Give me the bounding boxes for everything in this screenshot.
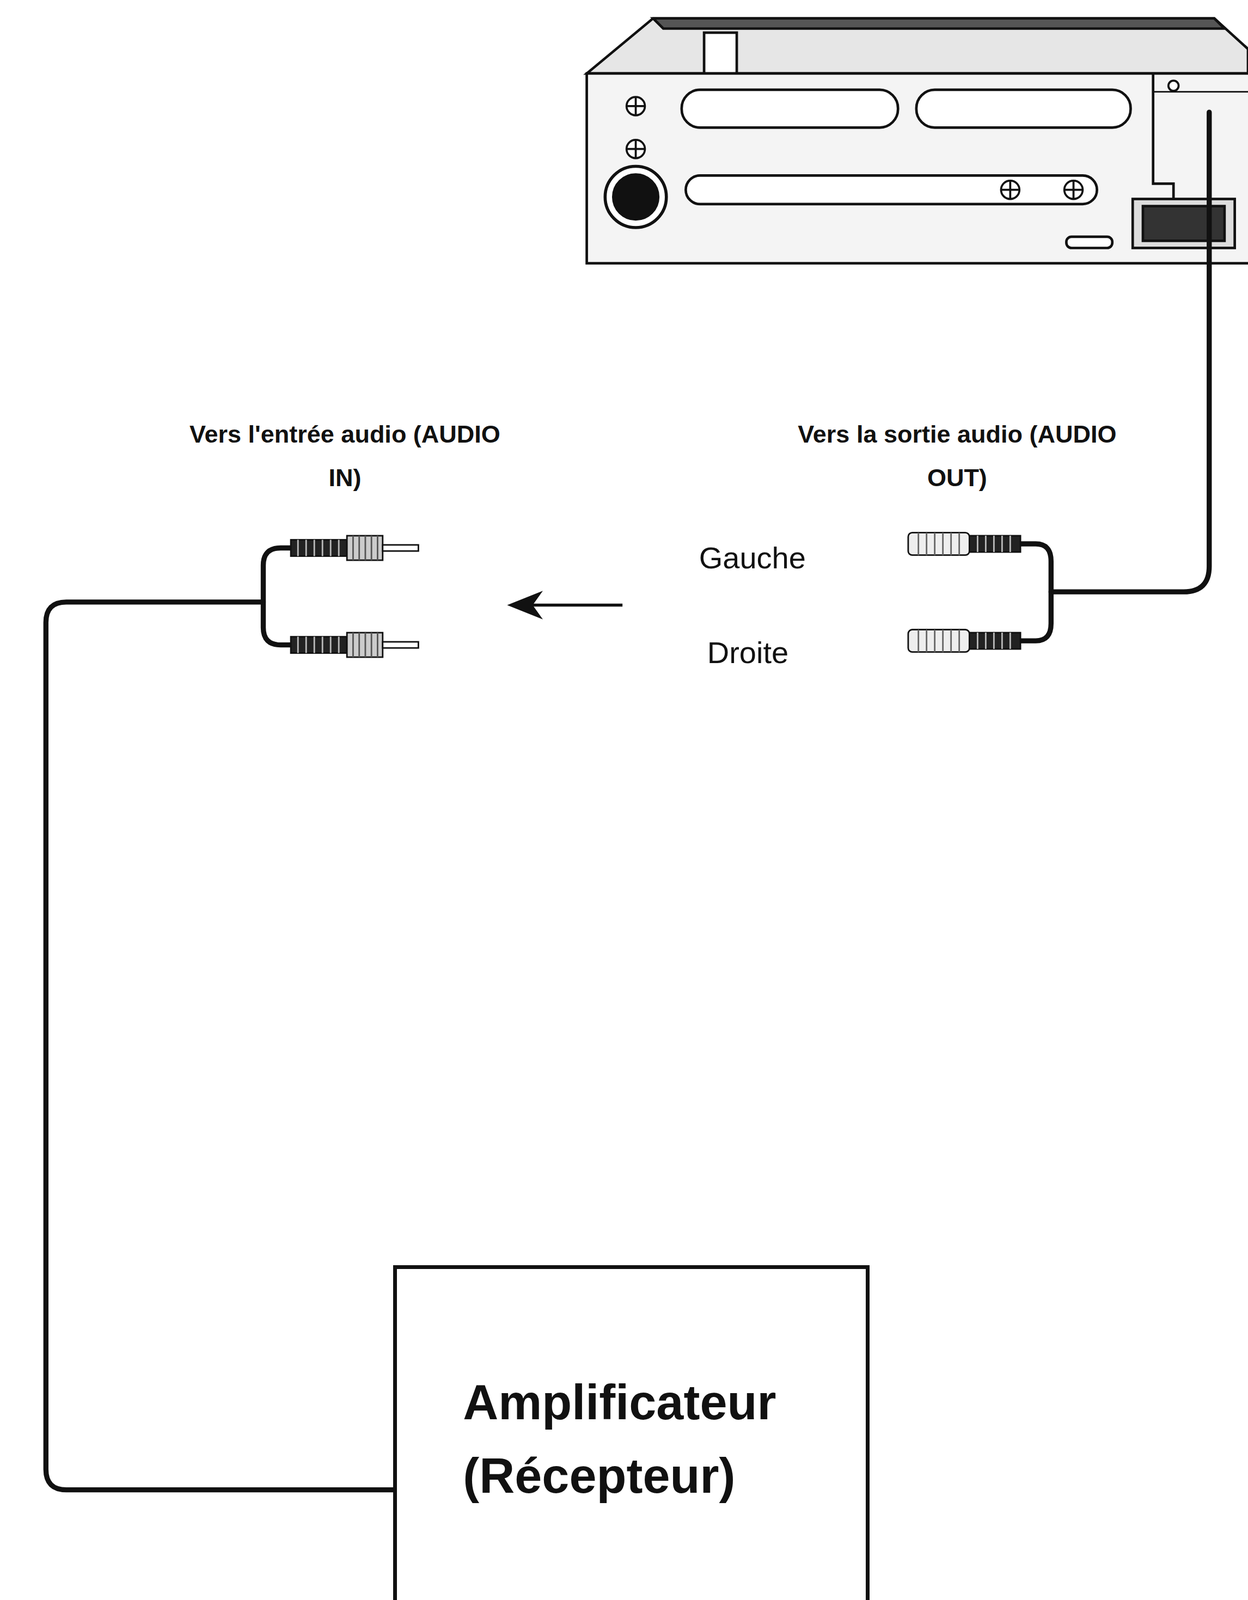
amplifier-box: Amplificateur (Récepteur)	[393, 1265, 870, 1600]
unit-tab	[704, 32, 737, 74]
unit-slot	[685, 175, 1097, 204]
screw	[1064, 180, 1084, 200]
screw	[1168, 80, 1179, 91]
rca-plugs-male	[290, 535, 419, 658]
screw	[626, 139, 646, 159]
channel-label: Gauche	[699, 540, 806, 577]
antenna-jack	[613, 174, 658, 220]
unit-connector	[1132, 199, 1235, 249]
unit-slot	[681, 89, 898, 128]
screw	[1000, 180, 1020, 200]
cable-split	[1020, 543, 1051, 641]
screw	[626, 139, 646, 159]
channel-label: Droite	[707, 634, 789, 671]
rca-socket	[908, 532, 1021, 555]
screw	[1064, 180, 1084, 200]
unit-top-edge	[652, 18, 1225, 29]
direction-arrow	[506, 590, 623, 620]
screw	[1000, 180, 1020, 200]
screws	[626, 80, 1179, 199]
socket-ribs	[918, 629, 960, 652]
plug-ribs	[352, 632, 378, 658]
connection-label: Vers la sortie audio (AUDIO OUT)	[777, 412, 1137, 500]
plug-sleeve	[346, 535, 383, 561]
car-player-unit	[586, 18, 1248, 264]
plug-body	[290, 637, 347, 654]
unit-slot	[916, 89, 1131, 128]
unit-front	[586, 73, 1248, 264]
plug-ribs	[352, 535, 378, 561]
plug-ribs	[297, 540, 339, 557]
plug-pin	[382, 641, 419, 648]
socket-ribs	[918, 532, 960, 555]
socket-ribs	[977, 632, 1011, 650]
arrow-shaft	[530, 603, 623, 608]
unit-pill	[1066, 236, 1112, 249]
plug-sleeve	[346, 632, 383, 658]
socket-sleeve	[908, 629, 970, 652]
rca-plugs-female	[908, 532, 1021, 652]
socket-sleeve	[908, 532, 970, 555]
plug-ribs	[297, 637, 339, 654]
unit-top	[586, 18, 1248, 74]
rca-plug	[290, 535, 419, 561]
socket-body	[969, 632, 1021, 650]
socket-ribs	[977, 535, 1011, 553]
rca-plug	[290, 632, 419, 658]
socket-body	[969, 535, 1021, 553]
screw	[626, 96, 646, 116]
cable-split	[263, 548, 292, 646]
screw	[626, 96, 646, 116]
plug-body	[290, 540, 347, 557]
plug-pin	[382, 545, 419, 552]
node-text: Amplificateur (Récepteur)	[462, 1366, 855, 1514]
rca-socket	[908, 629, 1021, 652]
cable-unit	[1050, 112, 1209, 592]
unit-bracket	[1153, 90, 1248, 93]
unit-connector-pins	[1142, 206, 1225, 242]
arrow-head	[506, 590, 543, 620]
connection-label: Vers l'entrée audio (AUDIO IN)	[170, 412, 519, 500]
antenna-jack	[604, 166, 666, 228]
cable-amplifier	[45, 602, 393, 1491]
